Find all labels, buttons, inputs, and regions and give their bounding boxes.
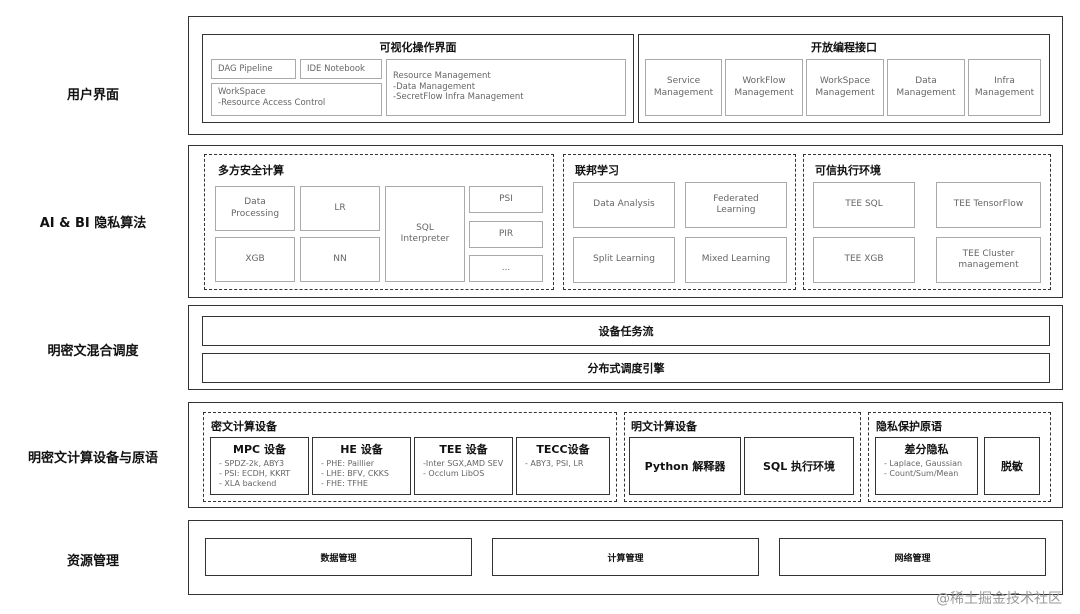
infra-management-l2: Management: [974, 87, 1035, 98]
tee-xgb-box: TEE XGB: [813, 237, 915, 283]
data-analysis-box: Data Analysis: [573, 182, 675, 228]
pir-box: PIR: [469, 221, 543, 248]
mpc-device-line: - SPDZ-2k, ABY3: [219, 459, 285, 468]
infra-management-l1: Infra: [994, 76, 1015, 87]
workspace-management-l2: Management: [815, 87, 875, 98]
python-interpreter-box: Python 解释器: [629, 437, 741, 495]
plain-devices-title: 明文计算设备: [631, 420, 697, 433]
distributed-scheduler-bar: 分布式调度引擎: [202, 353, 1050, 383]
data-processing-l1: Data: [244, 197, 266, 208]
he-device-line: - FHE: TFHE: [321, 479, 368, 488]
federated-panel: [563, 154, 796, 290]
workspace-line-2: -Resource Access Control: [218, 97, 326, 108]
data-management-l1: Data: [915, 76, 937, 87]
layer-label-sched: 明密文混合调度: [47, 344, 139, 359]
lr-box: LR: [300, 186, 380, 231]
tee-title: 可信执行环境: [815, 164, 881, 177]
layer-label-ui: 用户界面: [66, 88, 119, 103]
tee-panel: [803, 154, 1051, 290]
differential-privacy-box: 差分隐私 - Laplace, Gaussian - Count/Sum/Mea…: [875, 437, 978, 495]
resource-management-box: Resource Management -Data Management -Se…: [386, 59, 626, 116]
device-task-flow-bar: 设备任务流: [202, 316, 1050, 346]
watermark-text: @稀土掘金技术社区: [936, 591, 1062, 607]
sched-layer: [188, 305, 1063, 390]
cipher-devices-title: 密文计算设备: [211, 420, 277, 433]
sql-engine-box: SQL 执行环境: [744, 437, 854, 495]
federated-title: 联邦学习: [575, 164, 619, 177]
visual-ui-title: 可视化操作界面: [379, 41, 457, 54]
data-processing-l2: Processing: [230, 208, 280, 219]
mpc-device-box: MPC 设备 - SPDZ-2k, ABY3 - PSI: ECDH, KKRT…: [210, 437, 309, 495]
tee-device-line: -Inter SGX,AMD SEV: [423, 459, 504, 468]
differential-privacy-line: - Count/Sum/Mean: [884, 469, 959, 478]
more-algo-box: ...: [469, 255, 543, 282]
tee-sql-box: TEE SQL: [813, 182, 915, 228]
he-device-title: HE 设备: [340, 443, 383, 456]
data-management-bar: 数据管理: [205, 538, 472, 576]
resource-line-2: -Data Management: [393, 81, 476, 92]
dag-pipeline-box: DAG Pipeline: [211, 59, 296, 79]
mixed-learning-box: Mixed Learning: [685, 237, 787, 283]
split-learning-box: Split Learning: [573, 237, 675, 283]
he-device-line: - PHE: Paillier: [321, 459, 375, 468]
privacy-primitives-panel: [868, 412, 1051, 502]
desensitization-box: 脱敏: [984, 437, 1040, 495]
tee-cluster-l2: management: [958, 260, 1019, 270]
compute-management-bar: 计算管理: [492, 538, 759, 576]
tee-device-box: TEE 设备 -Inter SGX,AMD SEV - Occlum LibOS: [414, 437, 513, 495]
differential-privacy-title: 差分隐私: [904, 443, 949, 456]
open-api-panel: [638, 34, 1050, 123]
he-device-line: - LHE: BFV, CKKS: [321, 469, 389, 478]
tee-device-line: - Occlum LibOS: [423, 469, 485, 478]
workflow-management-l1: WorkFlow: [742, 76, 786, 87]
mpc-device-line: - PSI: ECDH, KKRT: [219, 469, 291, 478]
plain-devices-panel: [624, 412, 861, 502]
privacy-primitives-title: 隐私保护原语: [876, 420, 942, 433]
workspace-line-1: WorkSpace: [218, 87, 266, 97]
he-device-box: HE 设备 - PHE: Paillier - LHE: BFV, CKKS -…: [312, 437, 411, 495]
layer-label-algo: AI & BI 隐私算法: [39, 216, 147, 231]
workspace-box: WorkSpace -Resource Access Control: [211, 83, 382, 116]
network-management-bar: 网络管理: [779, 538, 1046, 576]
tee-cluster-l1: TEE Cluster: [962, 248, 1015, 259]
layer-label-resource: 资源管理: [66, 554, 119, 569]
service-management-l2: Management: [653, 87, 714, 98]
xgb-box: XGB: [215, 237, 295, 282]
workspace-management-l1: WorkSpace: [819, 76, 871, 87]
tecc-device-line: - ABY3, PSI, LR: [525, 459, 584, 468]
mpc-device-line: - XLA backend: [219, 479, 277, 488]
tecc-device-box: TECC设备 - ABY3, PSI, LR: [516, 437, 610, 495]
tee-tensorflow-box: TEE TensorFlow: [936, 182, 1041, 228]
resource-line-1: Resource Management: [393, 71, 491, 81]
resource-line-3: -SecretFlow Infra Management: [393, 92, 524, 103]
tee-device-title: TEE 设备: [439, 443, 488, 456]
data-management-l2: Management: [896, 87, 956, 98]
tecc-device-title: TECC设备: [536, 443, 590, 456]
ide-notebook-box: IDE Notebook: [300, 59, 382, 79]
open-api-title: 开放编程接口: [811, 41, 877, 54]
workflow-management-l2: Management: [734, 87, 794, 98]
nn-box: NN: [300, 237, 380, 282]
service-management-l1: Service: [666, 76, 701, 87]
sql-interpreter-l2: Interpreter: [400, 234, 450, 244]
psi-box: PSI: [469, 186, 543, 213]
federated-learning-l2: Learning: [716, 205, 756, 215]
layer-label-devices: 明密文计算设备与原语: [27, 451, 158, 466]
mpc-device-title: MPC 设备: [233, 443, 286, 456]
sql-interpreter-l1: SQL: [416, 222, 434, 233]
differential-privacy-line: - Laplace, Gaussian: [884, 459, 963, 468]
mpc-title: 多方安全计算: [218, 164, 284, 177]
federated-learning-l1: Federated: [713, 193, 759, 204]
resource-layer: [188, 520, 1063, 595]
